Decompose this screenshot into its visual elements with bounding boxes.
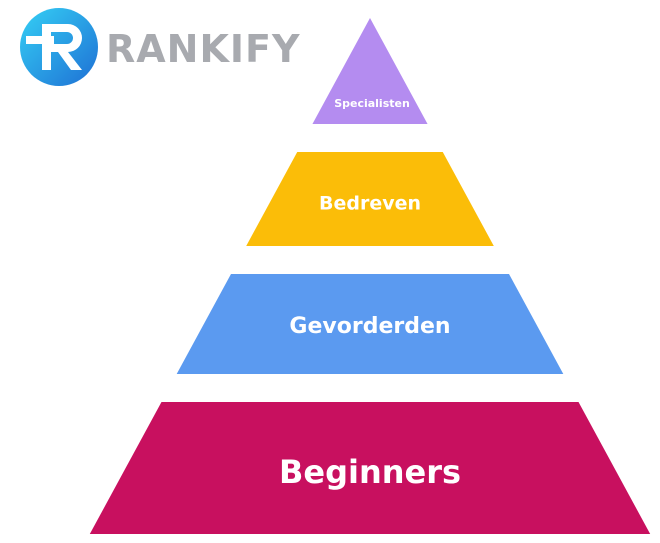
tier-bedreven xyxy=(246,152,494,246)
rankify-logo: RANKIFY xyxy=(18,6,301,88)
logo-wordmark: RANKIFY xyxy=(106,27,301,71)
tier-specialisten xyxy=(312,18,428,124)
tier-label-bedreven: Bedreven xyxy=(319,193,421,215)
tier-label-specialisten: Specialisten xyxy=(334,97,410,110)
tier-label-gevorderden: Gevorderden xyxy=(289,314,450,339)
tier-gevorderden xyxy=(176,274,564,374)
rankify-logo-mark-icon xyxy=(20,8,98,86)
tier-beginners xyxy=(89,402,651,534)
tier-label-beginners: Beginners xyxy=(279,453,461,491)
